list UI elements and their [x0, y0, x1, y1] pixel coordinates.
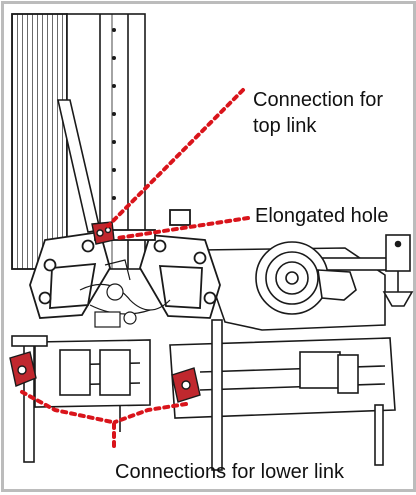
label-lower-link: Connections for lower link: [115, 461, 344, 483]
label-top-link-line2: top link: [253, 115, 317, 137]
callout-line-lower-right: [113, 402, 188, 424]
mast-holes: [112, 28, 116, 200]
inner-mechanism: [79, 259, 171, 328]
label-elongated-hole: Elongated hole: [255, 205, 389, 227]
legs: [11, 319, 384, 471]
callout-line-elongated-hole: [116, 216, 250, 240]
label-top-link-line1: Connection for: [253, 89, 384, 111]
callout-lines: [20, 88, 250, 452]
callout-line-lower-left: [20, 390, 114, 424]
lower-link-bracket-left: [9, 351, 37, 387]
rear-equipment: [198, 234, 414, 331]
main-frame: [29, 209, 221, 319]
callout-line-top-link: [106, 88, 245, 228]
lower-platform: [34, 337, 396, 419]
lower-link-bracket-right: [171, 367, 201, 403]
